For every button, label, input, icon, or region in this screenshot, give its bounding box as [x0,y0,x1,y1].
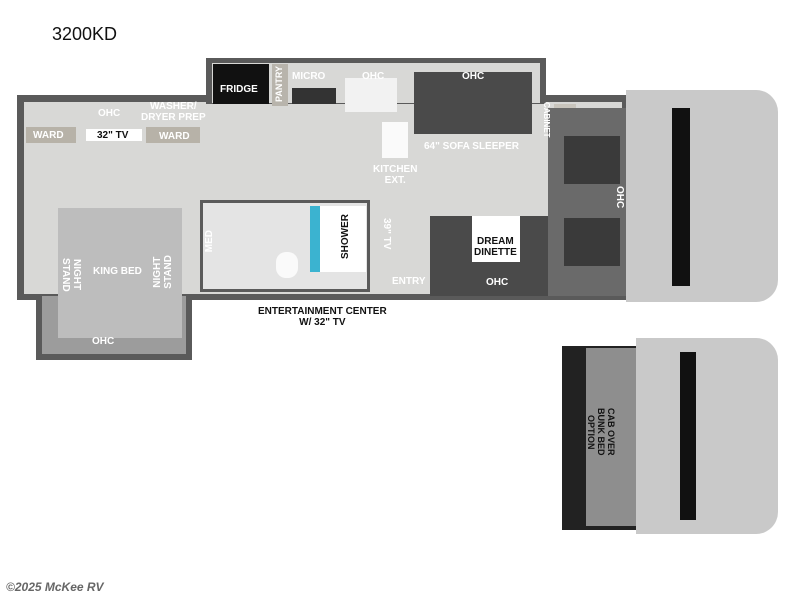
pantry [272,64,288,106]
label-ward-left: WARD [33,130,64,141]
tv-32 [86,129,142,141]
label-tv-32: 32" TV [97,130,129,141]
label-shower: SHOWER [340,214,351,259]
label-entry: ENTRY [392,276,426,287]
label-med: MED [204,230,215,253]
label-cab-over-bunk: CAB OVER BUNK BED OPTION [586,408,616,456]
king-bed [58,208,182,338]
label-ohc-cab: OHC [614,186,625,209]
stove-icon [292,88,336,104]
label-pantry: PANTRY [274,66,284,102]
label-micro: MICRO [292,71,326,82]
label-kitchen-ext: KITCHEN EXT. [373,164,418,186]
label-king-bed: KING BED [93,266,142,277]
bunk-bed [586,348,636,526]
label-ohc-entry: OHC [486,277,509,288]
model-title: 3200KD [52,24,118,44]
label-ohc-bedroom: OHC [98,108,121,119]
toilet-icon [276,252,298,278]
label-fridge: FRIDGE [220,84,258,95]
label-night-stand-right: NIGHT STAND [152,255,174,289]
passenger-seat [564,218,620,266]
driver-seat [564,136,620,184]
wardrobe-left [26,127,76,143]
bunk-windshield [680,352,696,520]
fridge [213,64,269,104]
wardrobe-right [146,127,200,143]
label-dream-dinette: DREAM DINETTE [474,236,517,258]
label-ward-right: WARD [159,131,190,142]
bunk-truck-cab [636,338,778,534]
sofa-sleeper [414,72,532,134]
label-entertainment-center: ENTERTAINMENT CENTER W/ 32" TV [258,306,387,328]
label-tv-39: 39" TV [381,218,392,250]
shower [310,206,366,272]
label-ohc-sofa: OHC [462,71,485,82]
label-sofa-sleeper: 64" SOFA SLEEPER [424,141,519,152]
label-night-stand-left: NIGHT STAND [60,258,82,292]
truck-cab [626,90,778,302]
label-ohc-bed-slide: OHC [92,336,115,347]
kitchen-extension [382,122,408,158]
dinette-table [472,216,520,262]
label-washer-dryer: WASHER/ DRYER PREP [141,101,206,123]
kitchen-sink [345,78,397,112]
windshield [672,108,690,286]
label-cabinet: CABINET [542,102,551,138]
label-ohc-kitchen: OHC [362,71,385,82]
copyright: ©2025 McKee RV [6,580,104,594]
